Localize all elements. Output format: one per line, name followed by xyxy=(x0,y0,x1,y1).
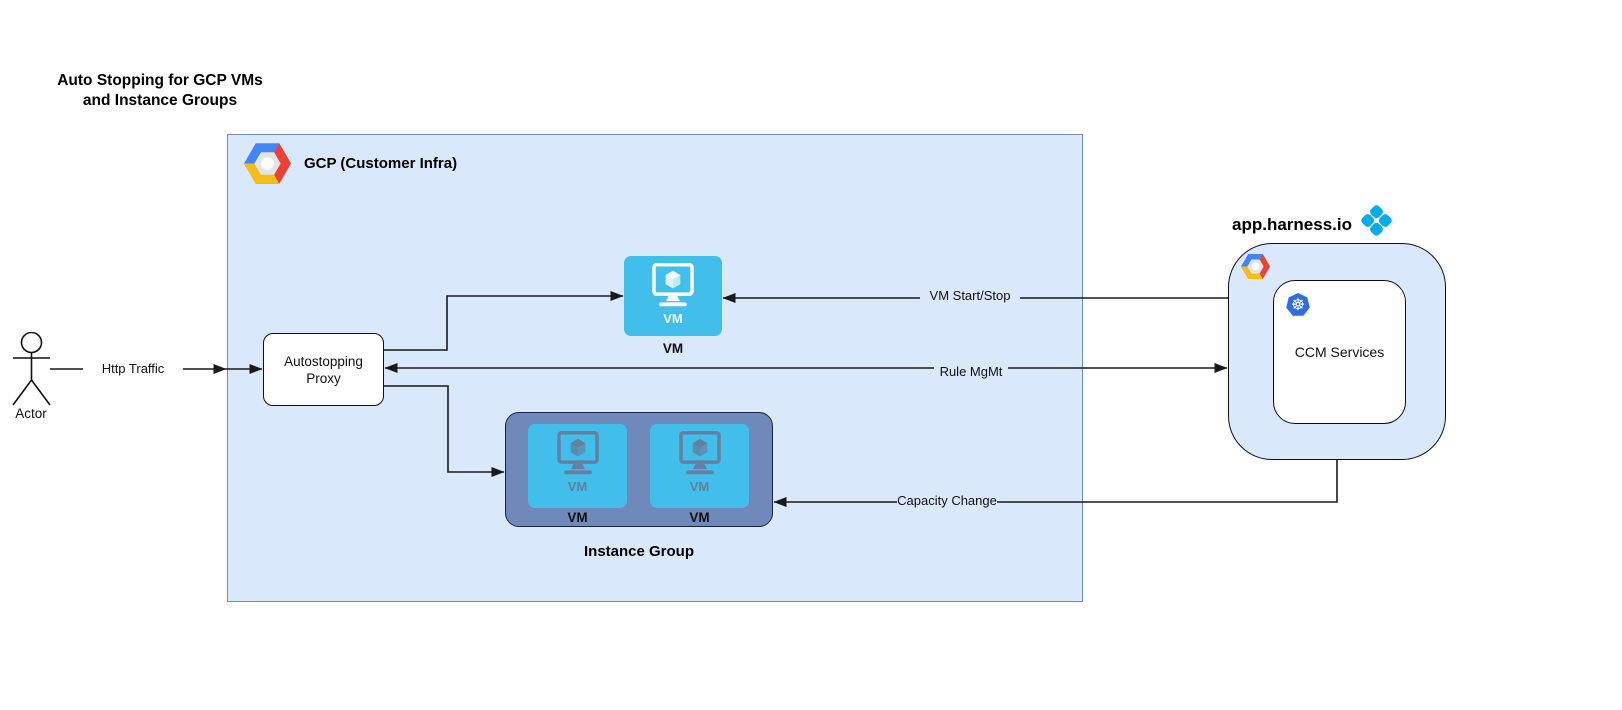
diagram-title-line1: Auto Stopping for GCP VMs xyxy=(57,72,263,89)
gcp-container-header: GCP (Customer Infra) xyxy=(244,143,457,184)
edge-label-capacity-change: Capacity Change xyxy=(897,493,997,509)
edge-label-http-traffic: Http Traffic xyxy=(83,361,183,377)
actor-label: Actor xyxy=(15,406,47,421)
vm-monitor-icon xyxy=(678,431,721,475)
autostopping-proxy-node: Autostopping Proxy xyxy=(263,333,384,406)
vm-monitor-icon xyxy=(652,263,694,307)
instance-group-vm-1: VM xyxy=(528,424,627,508)
gcp-logo-icon xyxy=(244,143,291,184)
actor-icon xyxy=(12,331,51,406)
harness-logo-icon xyxy=(1361,205,1392,236)
instance-group-vm-1-caption: VM xyxy=(567,510,588,525)
vm-node-inner-label: VM xyxy=(663,311,683,326)
diagram-title: Auto Stopping for GCP VMs and Instance G… xyxy=(30,71,290,110)
edge-label-rule-mgmt: Rule MgMt xyxy=(934,364,1008,380)
proxy-label-line2: Proxy xyxy=(306,370,341,386)
instance-group-caption: Instance Group xyxy=(583,543,695,560)
gcp-logo-icon xyxy=(1241,254,1270,279)
vm-node-caption: VM xyxy=(662,341,684,356)
ccm-services-label: CCM Services xyxy=(1294,344,1385,360)
gcp-container-label: GCP (Customer Infra) xyxy=(304,155,458,172)
edge-label-vm-start-stop: VM Start/Stop xyxy=(920,288,1020,304)
proxy-label-line1: Autostopping xyxy=(284,353,363,369)
harness-domain-label: app.harness.io xyxy=(1232,215,1352,234)
vm-node: VM xyxy=(624,256,722,336)
instance-group-vm-2-inner-label: VM xyxy=(689,479,710,494)
kubernetes-icon: ☸ xyxy=(1286,293,1310,316)
ccm-services-node: ☸ CCM Services xyxy=(1273,280,1406,424)
instance-group-vm-2-caption: VM xyxy=(689,510,710,525)
instance-group-container: VM VM VM VM xyxy=(505,412,773,527)
instance-group-vm-1-inner-label: VM xyxy=(567,479,588,494)
instance-group-vm-2: VM xyxy=(650,424,749,508)
harness-container: ☸ CCM Services xyxy=(1228,243,1446,460)
diagram-title-line2: and Instance Groups xyxy=(82,91,238,109)
vm-monitor-icon xyxy=(556,431,599,475)
